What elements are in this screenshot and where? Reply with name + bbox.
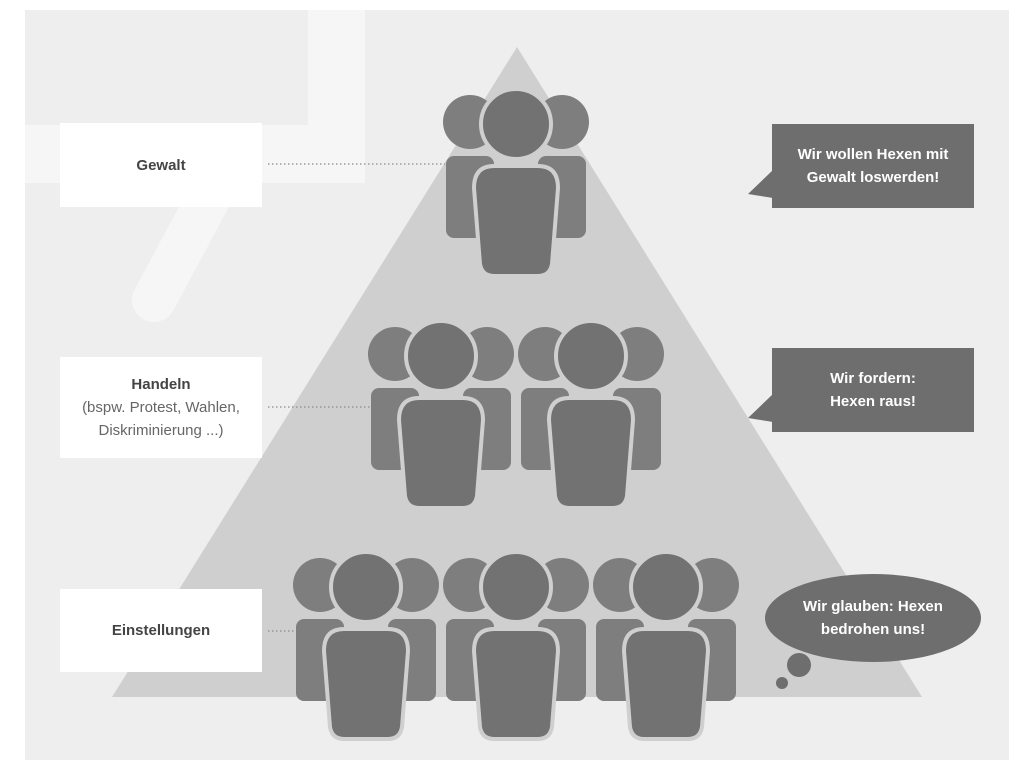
level-title: Einstellungen: [111, 622, 211, 639]
person-body: [471, 627, 561, 741]
people-group-handeln: [368, 319, 514, 510]
statement-line: Wir wollen Hexen mit: [797, 146, 949, 163]
speech-bubble-tails: [748, 170, 773, 422]
connector-lines: [268, 163, 445, 632]
thought-dot: [776, 677, 788, 689]
level-title: Gewalt: [136, 156, 186, 174]
statement-line: Wir glauben: Hexen: [803, 598, 943, 615]
thought-dots: [776, 653, 811, 689]
speech-bubble-gewalt: Wir wollen Hexen mit Gewalt loswerden!: [772, 124, 974, 208]
person-head: [329, 550, 403, 624]
thought-bubble-einstellungen: Wir glauben: Hexen bedrohen uns!: [765, 574, 981, 662]
level-label-gewalt: Gewalt: [60, 123, 262, 207]
level-label-einstellungen: Einstellungen: [60, 589, 262, 672]
person-body: [621, 627, 711, 741]
people-group-gewalt: [443, 87, 589, 278]
person-body: [546, 396, 636, 510]
people-group-einstellungen: [293, 550, 439, 741]
thought-dot: [787, 653, 811, 677]
speech-bubble-handeln: Wir fordern: Hexen raus!: [772, 348, 974, 432]
statement-line: bedrohen uns!: [820, 621, 926, 638]
level-title: Handeln: [131, 376, 191, 393]
person-head: [629, 550, 703, 624]
level-subtitle: (bspw. Protest, Wahlen,: [82, 399, 240, 416]
people-group-einstellungen: [593, 550, 739, 741]
bubble-tail: [748, 394, 773, 422]
people-group-handeln: [518, 319, 664, 510]
person-head: [479, 87, 553, 161]
people-groups: [293, 87, 739, 741]
person-head: [479, 550, 553, 624]
statement-line: Gewalt loswerden!: [806, 169, 940, 186]
level-label-handeln: Handeln (bspw. Protest, Wahlen, Diskrimi…: [60, 357, 262, 458]
statement-line: Wir fordern:: [830, 370, 916, 387]
person-body: [396, 396, 486, 510]
level-subtitle: Diskriminierung ...): [98, 422, 224, 439]
bubble-tail: [748, 170, 773, 198]
statement-line: Hexen raus!: [830, 393, 916, 410]
person-body: [471, 164, 561, 278]
person-body: [321, 627, 411, 741]
person-head: [554, 319, 628, 393]
person-head: [404, 319, 478, 393]
people-group-einstellungen: [443, 550, 589, 741]
pyramid-shape: [112, 47, 922, 697]
